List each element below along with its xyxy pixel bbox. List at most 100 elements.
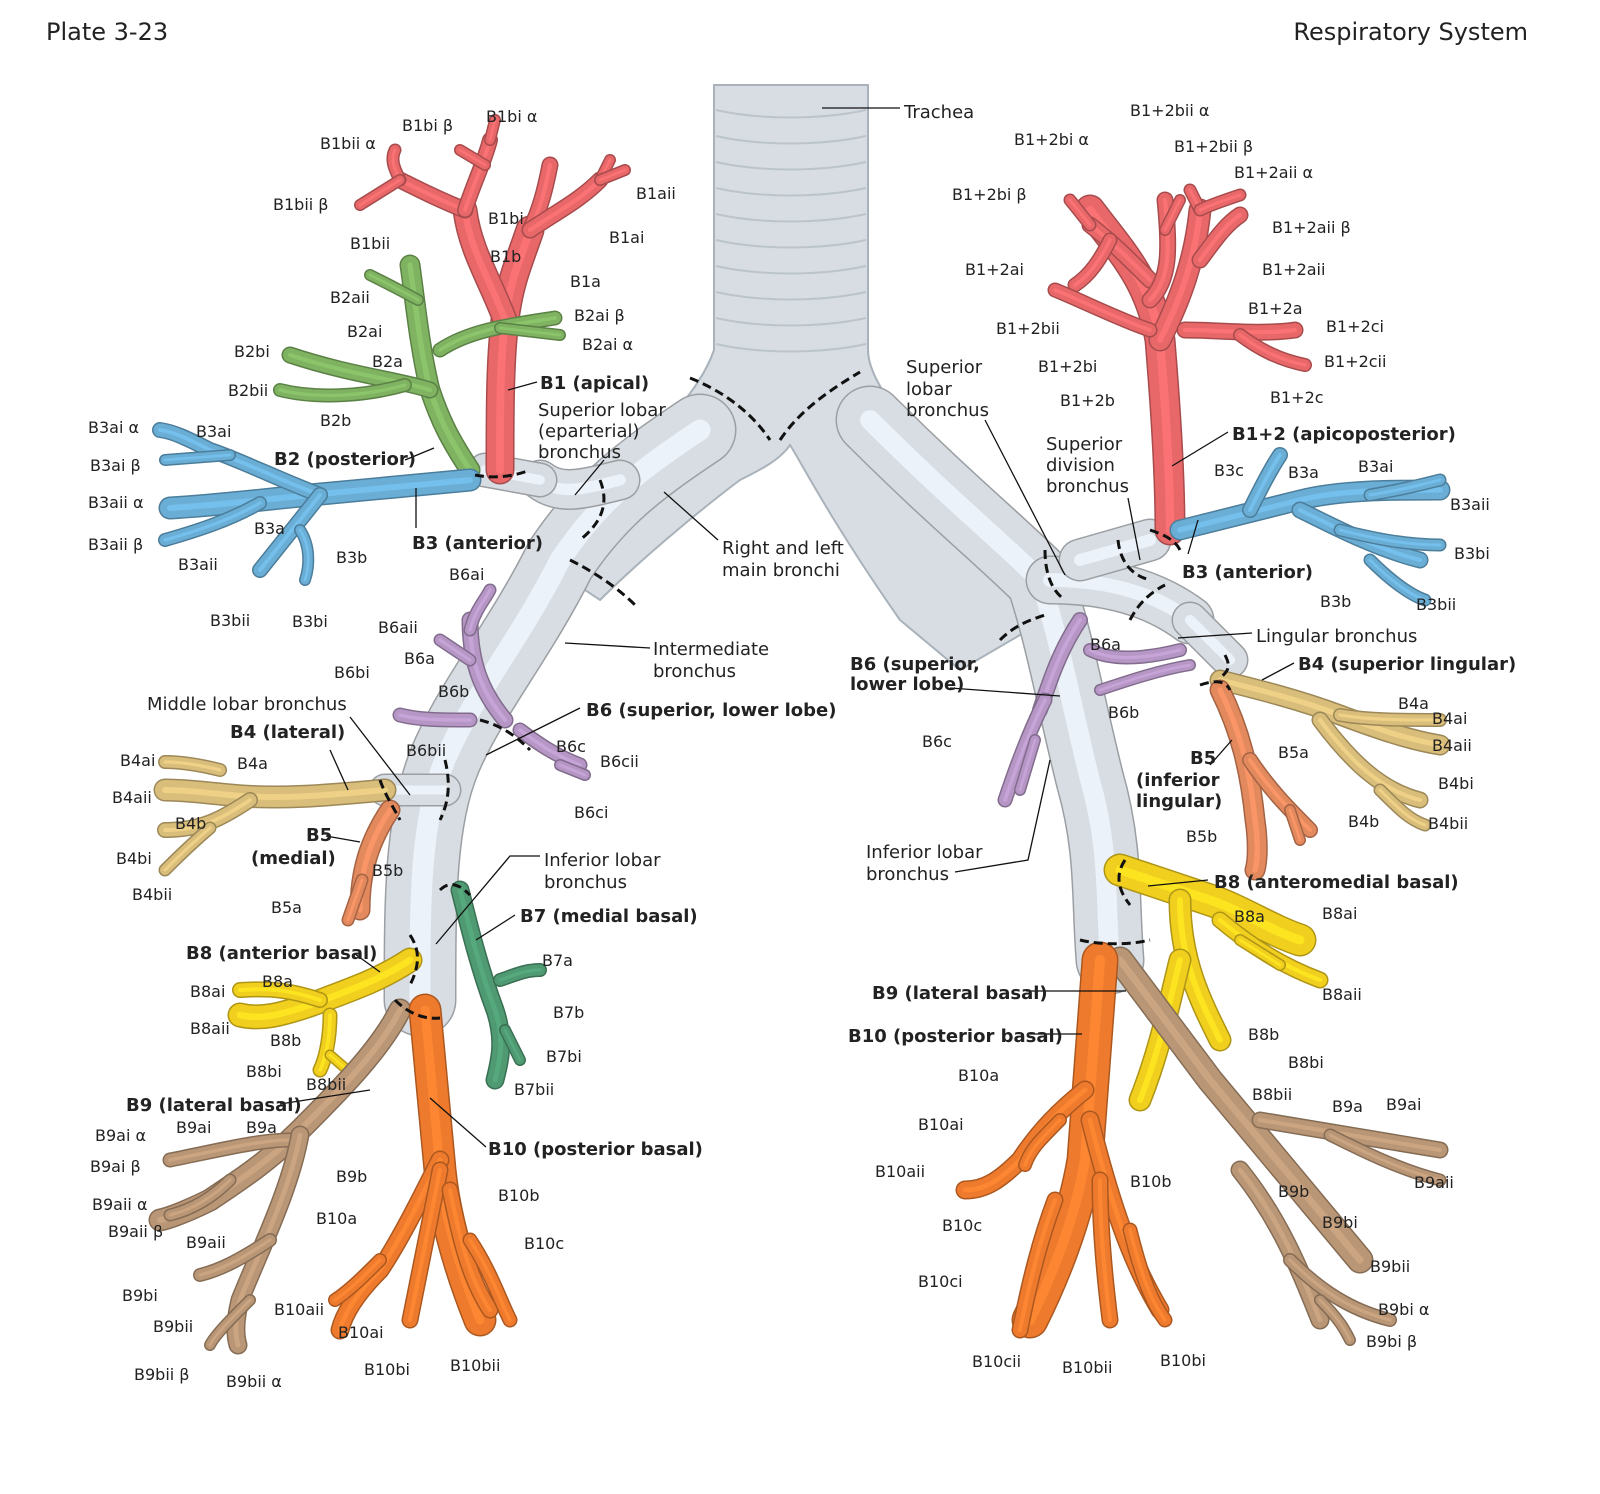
bronchus-segment-57 bbox=[204, 1294, 256, 1351]
label-B10c_r: B10c bbox=[524, 1234, 564, 1253]
label-B12c: B1+2c bbox=[1270, 388, 1324, 407]
bronchus-segment-46 bbox=[493, 963, 547, 987]
bronchus-segment-32 bbox=[294, 524, 315, 586]
label-B10ai_r: B10ai bbox=[338, 1323, 384, 1342]
label-B9ai_r: B9ai bbox=[176, 1118, 211, 1137]
label-B10bii_l: B10bii bbox=[1062, 1358, 1112, 1377]
label-B2b: B2b bbox=[320, 411, 351, 430]
label-B6b_l: B6b bbox=[1108, 703, 1139, 722]
label-B12bii: B1+2bii bbox=[996, 319, 1060, 338]
label-B6ai_r: B6ai bbox=[449, 565, 484, 584]
label-B2bi: B2bi bbox=[234, 342, 270, 361]
label-B10aii_l: B10aii bbox=[875, 1162, 925, 1181]
bronchus-segment-104 bbox=[1283, 1253, 1397, 1327]
leader-lines bbox=[279, 107, 1295, 1148]
bronchus-segment-86 bbox=[1373, 783, 1432, 832]
label-B9aii_l: B9aii bbox=[1414, 1173, 1454, 1192]
bronchus-segment-89 bbox=[1284, 804, 1306, 846]
bronchus-segment-68 bbox=[1193, 188, 1247, 217]
label-r_B8: B8 (anterior basal) bbox=[186, 943, 377, 964]
label-r_B1: B1 (apical) bbox=[540, 373, 649, 394]
label-inter_2: bronchus bbox=[653, 661, 736, 682]
label-B12aii_alpha: B1+2aii α bbox=[1234, 163, 1313, 182]
label-B8aii_l: B8aii bbox=[1322, 985, 1362, 1004]
leader-r_B10 bbox=[429, 1097, 487, 1148]
label-B10ci_l: B10ci bbox=[918, 1272, 963, 1291]
label-B7bii: B7bii bbox=[514, 1080, 554, 1099]
bronchus-segment-88 bbox=[1242, 752, 1318, 838]
bronchus-segment-97 bbox=[1168, 888, 1232, 1052]
label-B12ai: B1+2ai bbox=[965, 260, 1024, 279]
label-B6aii_r: B6aii bbox=[378, 618, 418, 637]
label-B9a_r: B9a bbox=[246, 1118, 277, 1137]
plate-number: Plate 3-23 bbox=[46, 18, 169, 46]
leader-l_B3 bbox=[1187, 519, 1199, 555]
label-B10cii_l: B10cii bbox=[972, 1352, 1021, 1371]
label-B12bii_beta: B1+2bii β bbox=[1174, 137, 1253, 156]
label-r_B3: B3 (anterior) bbox=[412, 533, 543, 554]
label-inf_l_2: bronchus bbox=[866, 864, 949, 885]
bronchus-segment-15 bbox=[454, 144, 491, 171]
leader-inf_r_1 bbox=[435, 855, 540, 945]
bronchus-segment-85 bbox=[1311, 711, 1429, 809]
label-B9a_l: B9a bbox=[1332, 1097, 1363, 1116]
label-l_B5_2: (inferior bbox=[1136, 770, 1220, 791]
label-B12ci: B1+2ci bbox=[1326, 317, 1384, 336]
bronchus-segment-75 bbox=[1233, 328, 1312, 372]
label-B4bi_l: B4bi bbox=[1438, 774, 1474, 793]
label-B4b_l: B4b bbox=[1348, 812, 1379, 831]
label-B9aii_alpha: B9aii α bbox=[92, 1195, 147, 1214]
label-B4a_r: B4a bbox=[237, 754, 268, 773]
bronchus-segment-18 bbox=[521, 171, 609, 239]
label-B4a_l: B4a bbox=[1398, 694, 1429, 713]
leader-rl_main_1 bbox=[663, 491, 719, 541]
label-B4ai_l: B4ai bbox=[1432, 709, 1467, 728]
label-r_B7: B7 (medial basal) bbox=[520, 906, 698, 927]
label-r_B9: B9 (lateral basal) bbox=[126, 1095, 302, 1116]
label-r_B4: B4 (lateral) bbox=[230, 722, 345, 743]
label-B10b_r: B10b bbox=[498, 1186, 540, 1205]
label-B9aii_r: B9aii bbox=[186, 1233, 226, 1252]
label-B9bii_beta: B9bii β bbox=[134, 1365, 190, 1384]
bronchus-segment-35 bbox=[158, 755, 227, 777]
label-B1bii_beta: B1bii β bbox=[273, 195, 329, 214]
label-B9bii_l: B9bii bbox=[1370, 1257, 1410, 1276]
label-B8bi_r: B8bi bbox=[246, 1062, 282, 1081]
bronchus-segment-100 bbox=[1106, 946, 1374, 1274]
label-B3c_l: B3c bbox=[1214, 461, 1244, 480]
label-B2ai_alpha: B2ai α bbox=[582, 335, 633, 354]
label-B9ai_l: B9ai bbox=[1386, 1095, 1421, 1114]
bronchial-tree bbox=[148, 84, 1451, 1355]
bronchus-segment-101 bbox=[1251, 1111, 1449, 1159]
bronchus-segment-87 bbox=[1209, 679, 1268, 881]
label-B7b: B7b bbox=[553, 1003, 584, 1022]
label-B12cii: B1+2cii bbox=[1324, 352, 1386, 371]
label-r_B5_2: (medial) bbox=[251, 848, 336, 869]
bronchus-segment-9 bbox=[485, 215, 545, 485]
bronchus-segment-62 bbox=[441, 1181, 499, 1319]
label-l_B5_3: lingular) bbox=[1136, 791, 1222, 812]
label-sup_ep_1: Superior lobar bbox=[538, 400, 666, 421]
label-B2bii: B2bii bbox=[228, 381, 268, 400]
label-B3ai_beta: B3ai β bbox=[90, 456, 141, 475]
bronchus-segment-71 bbox=[1067, 232, 1118, 293]
label-B5b_l: B5b bbox=[1186, 827, 1217, 846]
leader-r_B1 bbox=[507, 381, 538, 391]
leader-l_B4 bbox=[1261, 662, 1295, 681]
bronchus-segment-42 bbox=[392, 707, 478, 728]
bronchus-segment-43 bbox=[512, 722, 588, 773]
bronchus-segment-26 bbox=[364, 269, 424, 306]
label-B10a_r: B10a bbox=[316, 1209, 357, 1228]
label-B7a: B7a bbox=[542, 951, 573, 970]
label-B3bii_l: B3bii bbox=[1416, 595, 1456, 614]
label-B9bii_r: B9bii bbox=[153, 1317, 193, 1336]
bronchus-segment-30 bbox=[158, 496, 267, 547]
bronchus-segment-91 bbox=[997, 692, 1053, 808]
label-inf_l_1: Inferior lobar bbox=[866, 842, 983, 863]
bronchus-segment-79 bbox=[1363, 473, 1447, 502]
bronchus-segment-103 bbox=[1230, 1160, 1330, 1330]
label-inf_r_2: bronchus bbox=[544, 872, 627, 893]
bronchus-segment-54 bbox=[163, 1173, 237, 1222]
bronchus-segment-29 bbox=[159, 449, 236, 466]
bronchus-segment-111 bbox=[1091, 1171, 1119, 1329]
